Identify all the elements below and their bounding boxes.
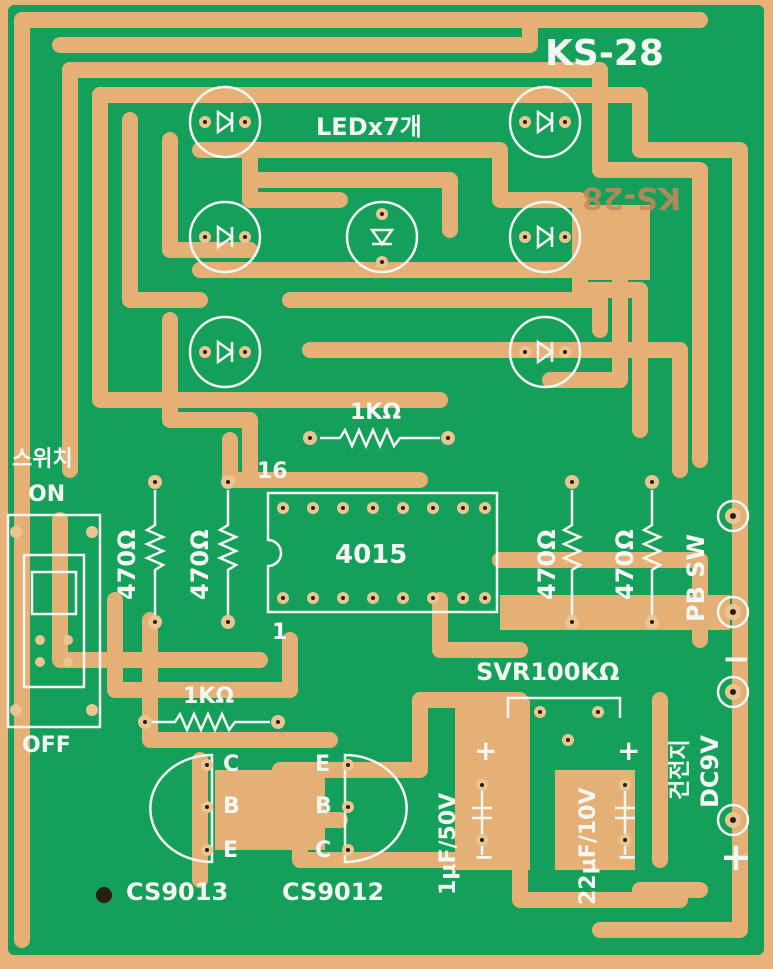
mounting-mark — [96, 887, 112, 903]
led-outline — [508, 315, 582, 389]
resistor-bottom-label: 1KΩ — [183, 684, 235, 709]
silkscreen — [6, 85, 750, 864]
capacitor-2-label: 22μF/10V — [576, 787, 601, 905]
tr1-base-label: B — [223, 794, 240, 819]
resistor-symbol — [216, 490, 240, 615]
led-outline — [188, 315, 262, 389]
resistor-symbol — [320, 426, 440, 450]
resistor-470-d-label: 470Ω — [611, 529, 639, 601]
led-outline — [188, 200, 262, 274]
transistor-outline — [343, 753, 408, 864]
led-diode-symbols — [216, 109, 555, 365]
resistor-top-label: 1KΩ — [350, 400, 402, 425]
transistor-2-label: CS9012 — [282, 878, 385, 906]
ic-part-label: 4015 — [335, 540, 408, 570]
board-model-label: KS-28 — [545, 33, 664, 74]
resistor-symbol — [640, 490, 664, 615]
ic-pin1-label: 1 — [272, 620, 288, 645]
switch-outline — [6, 513, 102, 729]
capacitor-1-plus-label: + — [474, 734, 498, 767]
led-outline — [345, 200, 419, 274]
board-model-mirror-label: KS-28 — [582, 180, 682, 215]
resistor-470-a-label: 470Ω — [113, 529, 141, 601]
push-button-switch-label: PB SW — [682, 534, 710, 622]
tr2-emitter-label: E — [315, 752, 331, 777]
drill-holes — [96, 120, 736, 903]
resistor-symbol — [150, 710, 270, 734]
resistor-symbol — [143, 490, 167, 615]
dc-voltage-label: DC9V — [696, 735, 724, 808]
resistor-symbol — [560, 490, 584, 615]
ic-pin16-label: 16 — [257, 459, 288, 484]
led-count-label: LEDx7개 — [316, 113, 422, 141]
tr1-emitter-label: E — [223, 838, 239, 863]
svr-outline — [506, 696, 622, 718]
transistor-1-label: CS9013 — [126, 878, 229, 906]
switch-off-label: OFF — [22, 733, 71, 758]
switch-on-label: ON — [28, 482, 66, 507]
battery-label: 건전지 — [668, 739, 693, 800]
resistor-470-c-label: 470Ω — [533, 529, 561, 601]
transistor-outline — [149, 753, 214, 864]
switch-inner — [22, 553, 86, 689]
capacitor-1-minus-label: − — [474, 843, 495, 871]
led-outline — [508, 200, 582, 274]
trimmer-label: SVR100KΩ — [476, 658, 620, 686]
switch-title-label: 스위치 — [12, 447, 73, 472]
led-outline — [188, 85, 262, 159]
capacitor-1-label: 1μF/50V — [436, 792, 461, 895]
tr2-base-label: B — [315, 794, 332, 819]
tr1-collector-label: C — [223, 752, 240, 777]
power-plus-label: + — [720, 835, 752, 879]
resistor-470-b-label: 470Ω — [186, 529, 214, 601]
tr2-collector-label: C — [315, 838, 332, 863]
capacitor-2-plus-label: + — [617, 734, 641, 767]
ic-outline — [266, 491, 499, 614]
led-outline — [508, 85, 582, 159]
power-minus-label: − — [722, 639, 751, 679]
switch-knob — [30, 570, 78, 616]
capacitor-2-minus-label: − — [617, 843, 638, 871]
